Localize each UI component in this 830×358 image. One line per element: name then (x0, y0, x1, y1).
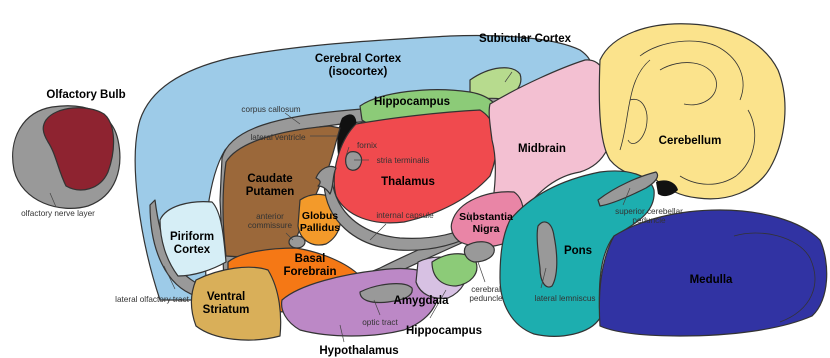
midbrain-label: Midbrain (518, 143, 566, 155)
lateral-olfactory-tract-label: lateral olfactory tract (115, 295, 189, 304)
olfactory-bulb-label: Olfactory Bulb (46, 89, 125, 101)
subicular-cortex-label: Subicular Cortex (479, 33, 572, 45)
cerebellum-label: Cerebellum (659, 135, 722, 147)
piriform-cortex-label-line1: Piriform (170, 231, 214, 243)
hippocampus-upper-label: Hippocampus (374, 96, 450, 108)
caudate-putamen-label-line2: Putamen (246, 186, 295, 198)
anterior-commissure-label-line1: anterior (256, 212, 284, 221)
medulla-region (599, 210, 826, 336)
globus-pallidus-label-line2: Pallidus (300, 222, 340, 234)
stria-terminalis-label: stria terminalis (377, 156, 430, 165)
caudate-putamen-label-line1: Caudate (247, 173, 292, 185)
cerebral-peduncle (464, 242, 494, 262)
internal-capsule-label: internal capsule (376, 211, 434, 220)
amygdala-label: Amygdala (394, 295, 450, 307)
lateral-lemniscus-label: lateral lemniscus (535, 294, 596, 303)
substantia-nigra-label-line1: Substantia (459, 211, 513, 223)
corpus-callosum-label: corpus callosum (241, 105, 300, 114)
hypothalamus-label: Hypothalamus (319, 345, 398, 357)
olfactory-nerve-layer-label: olfactory nerve layer (21, 209, 95, 218)
ventral-striatum-label-line2: Striatum (203, 304, 250, 316)
basal-forebrain-label-line1: Basal (295, 253, 326, 265)
anterior-commissure-label-line2: commissure (248, 221, 293, 230)
ventral-striatum-label-line1: Ventral (207, 291, 245, 303)
basal-forebrain-label-line2: Forebrain (283, 266, 336, 278)
cerebral-cortex-label-line1: Cerebral Cortex (315, 53, 402, 65)
medulla-label: Medulla (690, 274, 733, 286)
superior-cerebellar-peduncle-label-line2: peduncle (632, 216, 666, 225)
anterior-commissure (289, 236, 305, 248)
stria-terminalis (346, 152, 362, 171)
thalamus-label: Thalamus (381, 176, 435, 188)
globus-pallidus-label-line1: Globus (302, 210, 338, 222)
cerebral-peduncle-label-line2: peduncle (469, 294, 503, 303)
hippocampus-lower-label: Hippocampus (406, 325, 482, 337)
pons-label: Pons (564, 245, 592, 257)
cerebral-cortex-label-line2: (isocortex) (329, 66, 388, 78)
piriform-cortex-label-line2: Cortex (174, 244, 211, 256)
optic-tract-label: optic tract (362, 318, 398, 327)
fornix-label: fornix (357, 141, 377, 150)
substantia-nigra-label-line2: Nigra (473, 223, 500, 235)
lateral-ventricle-label: lateral ventricle (250, 133, 306, 142)
superior-cerebellar-peduncle-label-line1: superior cerebellar (615, 207, 683, 216)
cerebral-peduncle-label-line1: cerebral (471, 285, 501, 294)
